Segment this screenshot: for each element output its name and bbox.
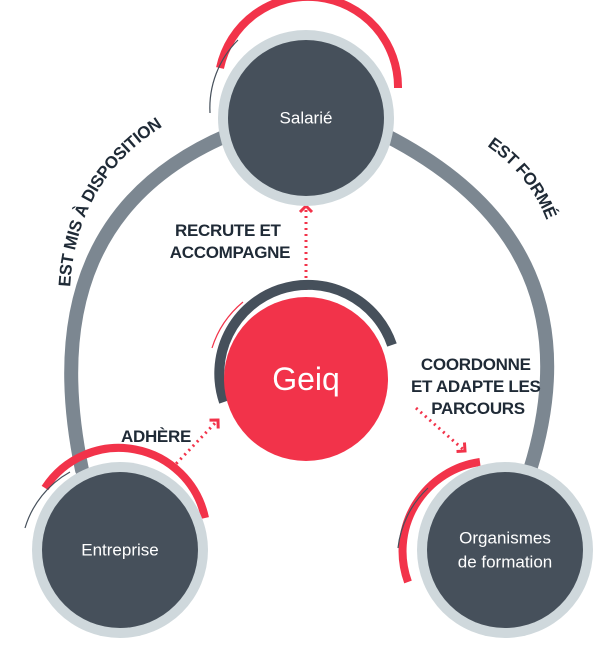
node-geiq: Geiq	[211, 279, 397, 461]
label-coordonne-adapte-parcours: COORDONNE ET ADAPTE LES PARCOURS	[411, 355, 545, 418]
label-recrute-accompagne: RECRUTE ET ACCOMPAGNE	[170, 221, 290, 262]
node-organismes-label-line2: de formation	[458, 553, 553, 572]
node-entreprise-label: Entreprise	[81, 541, 158, 560]
label-adhere: ADHÈRE	[121, 427, 191, 446]
node-geiq-label: Geiq	[272, 361, 340, 397]
node-salarie: Salarié	[209, 0, 403, 206]
arc-entreprise-salarie	[64, 128, 235, 477]
node-organismes-de-formation: Organismes de formation	[397, 458, 593, 638]
label-est-forme: EST FORMÉ	[485, 134, 561, 222]
arc-salarie-organismes	[378, 128, 555, 477]
node-organismes-label-line1: Organismes	[459, 529, 551, 548]
arrow-entreprise-to-geiq	[170, 418, 220, 470]
node-salarie-label: Salarié	[280, 109, 333, 128]
node-entreprise: Entreprise	[24, 443, 209, 638]
arrow-geiq-to-organismes	[415, 406, 467, 454]
label-est-mis-a-disposition: EST MIS À DISPOSITION	[55, 114, 165, 287]
